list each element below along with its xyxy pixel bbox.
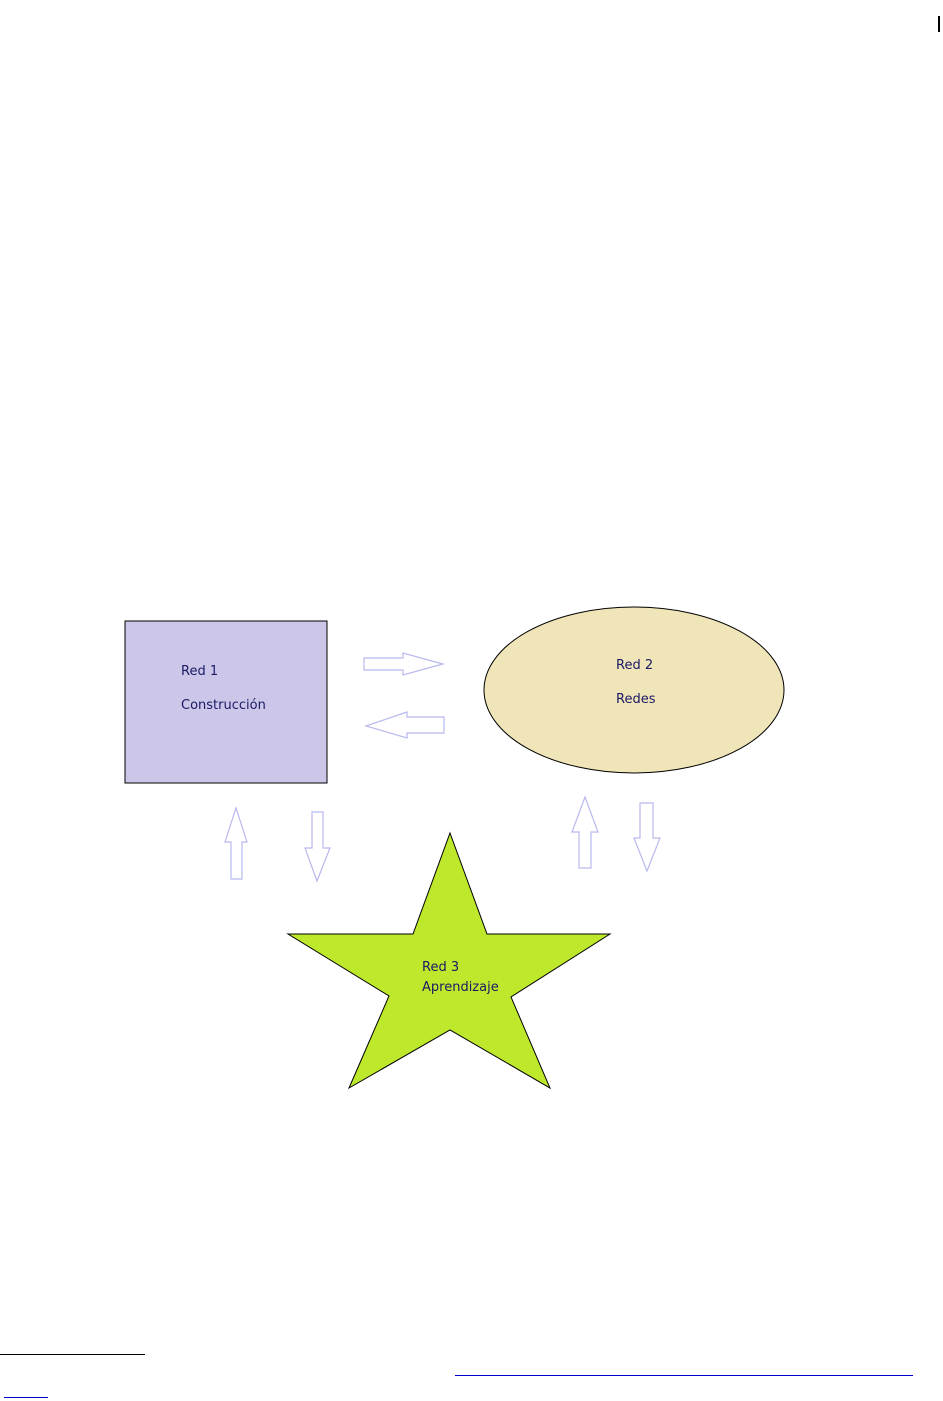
arrow-red3-to-red1 <box>225 808 247 879</box>
node-red2-subtitle: Redes <box>616 692 656 707</box>
node-red2-title: Red 2 <box>616 658 653 673</box>
arrow-red3-to-red2 <box>572 797 598 868</box>
arrow-red2-to-red1 <box>366 712 444 738</box>
node-red1: Red 1 Construcción <box>125 621 327 783</box>
footnote-link-underline[interactable] <box>455 1375 913 1376</box>
arrow-red1-to-red2 <box>364 653 443 675</box>
node-red2-ellipse <box>484 607 784 773</box>
node-red1-title: Red 1 <box>181 664 218 679</box>
footnote-link-underline-continued[interactable] <box>4 1397 48 1398</box>
node-red3: Red 3 Aprendizaje <box>288 833 610 1088</box>
node-red1-subtitle: Construcción <box>181 698 266 713</box>
footnote-separator <box>0 1354 145 1355</box>
node-red3-title: Red 3 <box>422 960 459 975</box>
node-red3-subtitle: Aprendizaje <box>422 980 499 995</box>
node-red2: Red 2 Redes <box>484 607 784 773</box>
arrow-red2-to-red3 <box>634 803 660 871</box>
arrow-red1-to-red3 <box>305 812 330 881</box>
